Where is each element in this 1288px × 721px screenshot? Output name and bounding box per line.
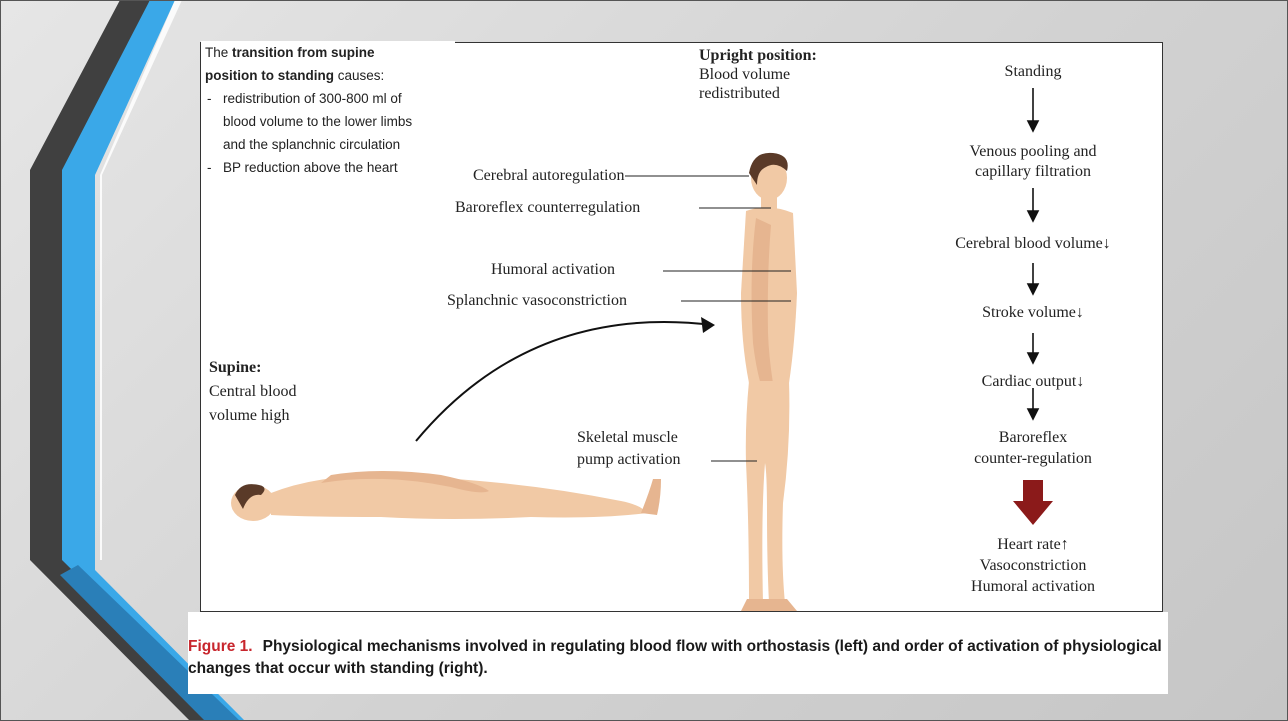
flow-humoral: Humoral activation: [933, 578, 1133, 596]
intro-line1-prefix: The: [205, 45, 232, 60]
figure-caption-text: Physiological mechanisms involved in reg…: [188, 638, 1162, 677]
flow-heart-rate: Heart rate↑: [933, 536, 1133, 554]
label-splanchnic-vasoconstriction: Splanchnic vasoconstriction: [447, 292, 627, 310]
intro-bullet-2: BP reduction above the heart: [205, 156, 455, 179]
transition-arrowhead: [701, 317, 715, 333]
figure-caption: Figure 1.Physiological mechanisms involv…: [188, 636, 1168, 680]
intro-line2-suffix: causes:: [334, 68, 384, 83]
intro-bullet1-a: redistribution of 300-800 ml of: [223, 87, 455, 110]
upright-line3: redistributed: [699, 85, 780, 103]
flow-vasoconstriction: Vasoconstriction: [933, 557, 1133, 575]
figure-panel: The transition from supine position to s…: [200, 42, 1163, 612]
flow-baro-2: counter-regulation: [933, 450, 1133, 468]
label-humoral-activation: Humoral activation: [491, 261, 615, 279]
intro-bullet2-text: BP reduction above the heart: [223, 156, 455, 179]
supine-person-icon: [231, 471, 661, 521]
figure-label: Figure 1.: [188, 638, 253, 655]
flow-cerebral: Cerebral blood volume↓: [923, 235, 1143, 253]
label-skeletal-2: pump activation: [577, 451, 681, 469]
intro-text: The transition from supine position to s…: [201, 41, 455, 206]
big-down-arrow: [1013, 480, 1053, 525]
standing-person-icon: [741, 153, 797, 611]
label-cerebral-autoregulation: Cerebral autoregulation: [473, 167, 625, 185]
intro-bullet1-b: blood volume to the lower limbs: [223, 110, 455, 133]
flow-standing: Standing: [933, 63, 1133, 81]
flow-arrows: [1028, 88, 1038, 419]
flow-baro-1: Baroreflex: [933, 429, 1133, 447]
supine-line3: volume high: [209, 407, 289, 425]
flow-cardiac: Cardiac output↓: [933, 373, 1133, 391]
intro-bullet1-c: and the splanchnic circulation: [223, 133, 455, 156]
upright-heading: Upright position:: [699, 47, 817, 65]
intro-line1-bold: transition from supine: [232, 45, 375, 60]
caption-box: Figure 1.Physiological mechanisms involv…: [188, 612, 1168, 694]
label-baroreflex-counterregulation: Baroreflex counterregulation: [455, 199, 640, 217]
flow-stroke: Stroke volume↓: [933, 304, 1133, 322]
flow-venous-1: Venous pooling and: [933, 143, 1133, 161]
label-skeletal-1: Skeletal muscle: [577, 429, 678, 447]
intro-line2-bold: position to standing: [205, 68, 334, 83]
supine-line2: Central blood: [209, 383, 297, 401]
intro-bullet-1: redistribution of 300-800 ml of blood vo…: [205, 87, 455, 156]
transition-arrow: [416, 322, 713, 441]
supine-heading: Supine:: [209, 359, 261, 377]
flow-venous-2: capillary filtration: [933, 163, 1133, 181]
upright-line2: Blood volume: [699, 66, 790, 84]
